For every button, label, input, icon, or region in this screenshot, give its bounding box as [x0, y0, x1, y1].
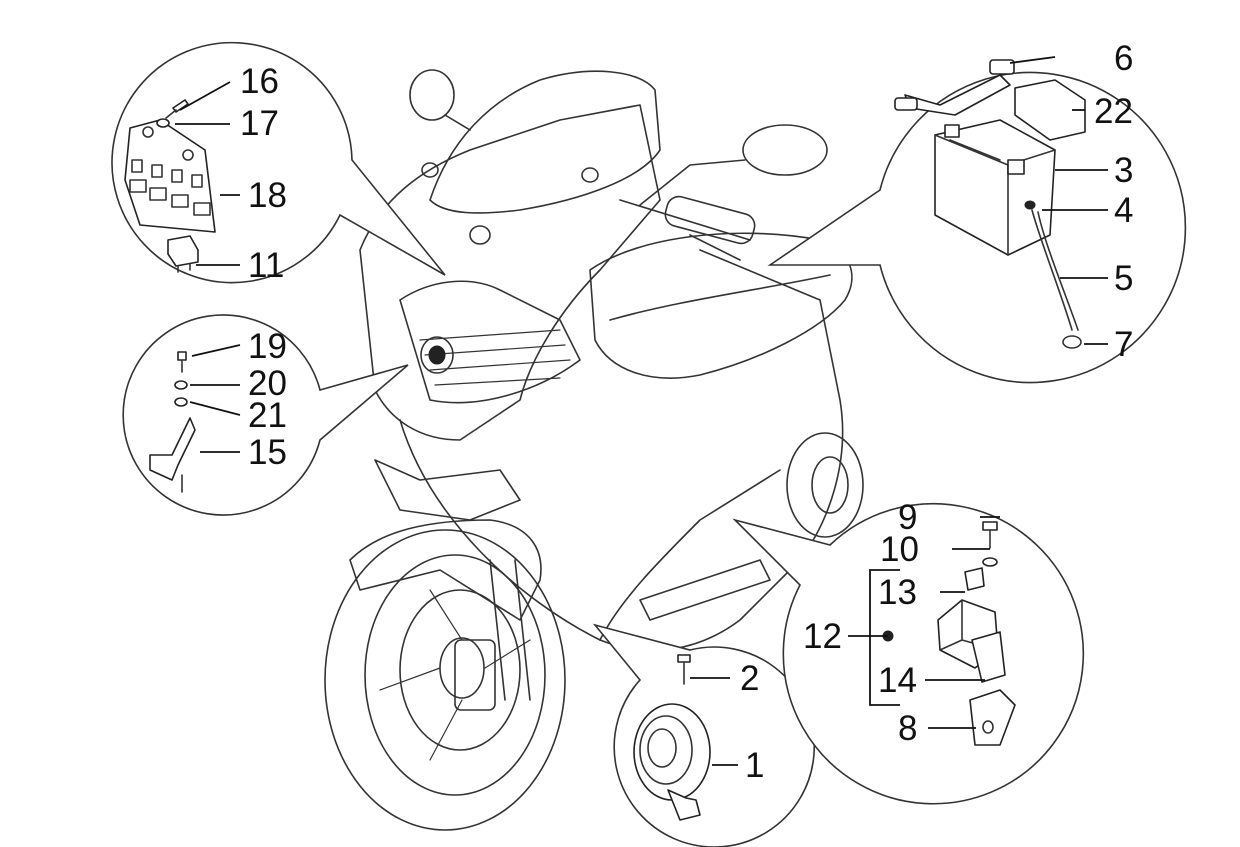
callout-number-12: 12 [803, 617, 842, 656]
voltage-regulator-icon [937, 599, 1006, 683]
bracket-icon [969, 689, 1016, 746]
callout-number-15: 15 [248, 433, 287, 472]
callout-number-21: 21 [248, 396, 287, 435]
callout-number-7: 7 [1114, 325, 1133, 364]
callout-number-13: 13 [878, 573, 917, 612]
callout-number-3: 3 [1114, 151, 1133, 190]
callout-number-5: 5 [1114, 259, 1133, 298]
callout-number-22: 22 [1094, 92, 1133, 131]
callout-number-10: 10 [880, 530, 919, 569]
scooter-illustration-icon [324, 69, 864, 831]
vent-hose-icon [1024, 200, 1082, 349]
washer-icon [982, 557, 998, 567]
callout-number-11: 11 [248, 246, 284, 285]
fuse-icon [964, 567, 985, 591]
callout-bracket [122, 314, 409, 516]
callout-number-17: 17 [240, 104, 279, 143]
screw-icon [677, 654, 691, 685]
callout-number-1: 1 [745, 746, 764, 785]
screw-icon [982, 521, 998, 549]
screw-icon [165, 99, 189, 119]
battery-icon [934, 119, 1056, 256]
washer-icon [156, 118, 170, 128]
callout-number-6: 6 [1114, 39, 1133, 78]
horn-icon [633, 703, 711, 821]
callout-number-2: 2 [740, 659, 759, 698]
callout-number-9: 9 [898, 498, 917, 537]
callout-number-16: 16 [240, 62, 279, 101]
callout-number-20: 20 [248, 364, 287, 403]
callout-number-18: 18 [248, 176, 287, 215]
callout-number-4: 4 [1114, 191, 1133, 230]
leader-lines [175, 56, 1108, 766]
callout-number-19: 19 [248, 327, 287, 366]
callout-number-14: 14 [878, 661, 917, 700]
callout-number-8: 8 [898, 709, 917, 748]
relay-icon [167, 235, 199, 273]
battery-pad-icon [1014, 79, 1086, 141]
battery-strap-icon [894, 59, 1015, 116]
bracket-icon [149, 351, 196, 493]
